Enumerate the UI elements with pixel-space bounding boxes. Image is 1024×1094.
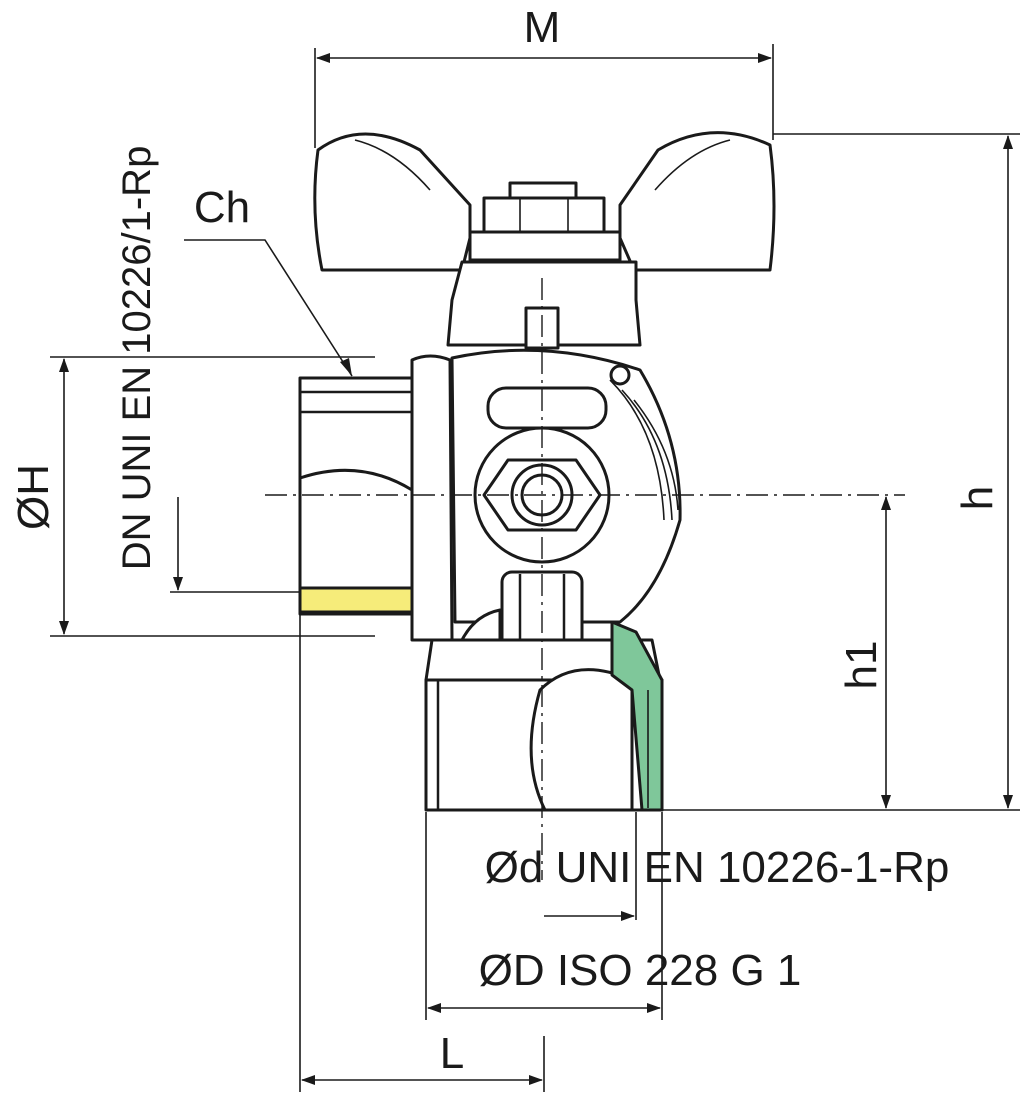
label-L: L: [440, 1029, 464, 1078]
dimension-DN: DN UNI EN 10226/1-Rp: [115, 146, 300, 593]
label-OD: ØD ISO 228 G 1: [479, 946, 802, 995]
dimension-h1: h1: [837, 496, 891, 809]
valve-body: [410, 348, 682, 642]
label-Ch: Ch: [194, 183, 250, 232]
label-Od: Ød UNI EN 10226-1-Rp: [485, 843, 950, 892]
dimension-h: h: [662, 133, 1020, 811]
dimension-OD: ØD ISO 228 G 1: [425, 812, 802, 1020]
label-M: M: [524, 3, 561, 52]
dimension-Od: Ød UNI EN 10226-1-Rp: [485, 812, 950, 921]
label-DN: DN UNI EN 10226/1-Rp: [115, 146, 159, 571]
label-h1: h1: [837, 641, 886, 690]
dimension-M: M: [314, 3, 774, 148]
green-gasket: [610, 620, 664, 812]
dimension-L: L: [299, 614, 545, 1092]
stem-nut: [482, 181, 606, 234]
bottom-outlet: [424, 620, 664, 812]
label-h: h: [953, 486, 1002, 510]
label-OH: ØH: [9, 464, 58, 530]
center-lines: [265, 278, 905, 880]
bonnet: [446, 260, 642, 350]
dimension-OH: ØH: [9, 356, 375, 637]
leader-Ch: Ch: [184, 183, 353, 377]
